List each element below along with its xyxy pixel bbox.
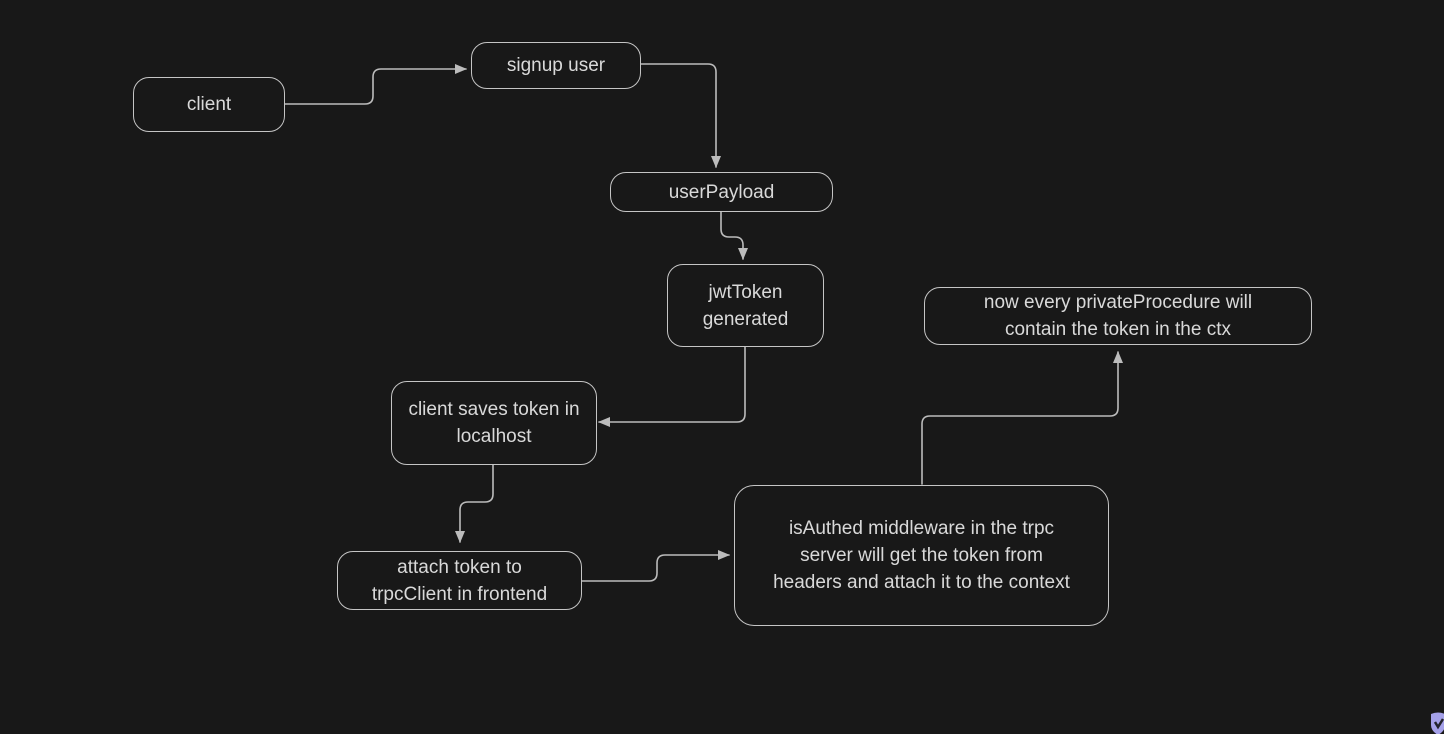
node-attach-token-label: attach token to trpcClient in frontend	[371, 556, 548, 605]
arrow-client-to-signup[interactable]	[284, 64, 467, 105]
node-client[interactable]: client	[133, 77, 285, 132]
arrow-isauthed-to-privateproc[interactable]	[921, 351, 1123, 485]
node-jwt-token[interactable]: jwtToken generated	[667, 264, 824, 347]
arrow-jwt-to-save[interactable]	[598, 346, 746, 427]
node-private-procedure[interactable]: now every privateProcedure will contain …	[924, 287, 1312, 345]
arrow-attach-to-isauthed[interactable]	[581, 550, 730, 582]
node-user-payload-label: userPayload	[668, 181, 775, 203]
node-jwt-token-label: jwtToken generated	[702, 281, 789, 330]
node-is-authed[interactable]: isAuthed middleware in the trpc server w…	[734, 485, 1109, 626]
node-signup-user-label: signup user	[506, 55, 606, 76]
node-save-token-label: client saves token in localhost	[408, 399, 580, 447]
node-user-payload[interactable]: userPayload	[610, 172, 833, 212]
node-attach-token[interactable]: attach token to trpcClient in frontend	[337, 551, 582, 610]
node-signup-user[interactable]: signup user	[471, 42, 641, 89]
shield-icon	[1431, 712, 1444, 734]
node-client-label: client	[186, 94, 232, 115]
corner-logo[interactable]	[1429, 712, 1444, 734]
arrow-save-to-attach[interactable]	[455, 464, 494, 543]
arrow-signup-to-payload[interactable]	[640, 63, 721, 168]
node-is-authed-label: isAuthed middleware in the trpc server w…	[773, 518, 1070, 593]
node-private-procedure-label: now every privateProcedure will contain …	[983, 292, 1253, 340]
arrow-payload-to-jwt[interactable]	[720, 211, 748, 260]
node-save-token[interactable]: client saves token in localhost	[391, 381, 597, 465]
